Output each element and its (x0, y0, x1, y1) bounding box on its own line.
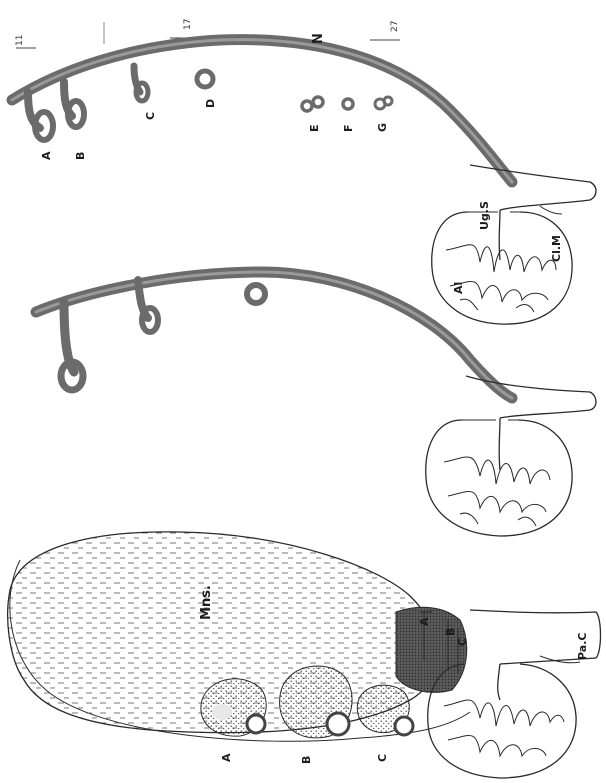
cross-section-label-a: A (220, 753, 233, 762)
cross-section-a (201, 679, 266, 736)
section-ring-stage-2 (247, 285, 265, 303)
nephric-duct (12, 40, 512, 182)
section-label-e: E (308, 124, 321, 132)
cross-section-label-c: C (376, 754, 389, 762)
section-label-b: B (74, 152, 87, 160)
section-label-g: G (376, 123, 389, 132)
section-line-label-a: A (418, 617, 431, 626)
label-pa-c: Pa.C (576, 633, 589, 660)
duct-label-n: N (311, 33, 326, 44)
branch-stage-2-a (61, 302, 83, 390)
section-label-c: C (144, 112, 157, 120)
section-line-label-b: B (444, 628, 457, 636)
cross-section-b (280, 666, 352, 738)
tick-label-27: 27 (390, 21, 400, 32)
cross-section-label-b: B (300, 756, 313, 764)
section-rings-efg (302, 97, 392, 111)
bottom-panel: Mns. A B C Pa.C (8, 532, 601, 778)
tick-label-17: 17 (183, 19, 193, 30)
branch-stage-2-b (138, 280, 158, 332)
branch-a (28, 92, 53, 140)
section-label-d: D (204, 99, 217, 108)
middle-panel (36, 272, 596, 536)
tick-label-11: 11 (15, 35, 25, 46)
branch-c (134, 66, 148, 101)
allantois-bulb (432, 212, 572, 324)
branch-b (64, 82, 84, 127)
urogenital-sinus-stage-2 (466, 376, 596, 470)
label-cl-m: Cl.M (550, 235, 563, 262)
cross-section-c (357, 685, 413, 735)
section-label-a: A (40, 151, 53, 160)
label-ug-s: Ug.S (478, 201, 491, 230)
mesonephric-stalk (396, 607, 467, 692)
section-ring-d (197, 71, 213, 87)
section-label-f: F (342, 124, 355, 132)
section-line-label-c: C (456, 638, 469, 646)
label-mns: Mns. (199, 585, 214, 620)
